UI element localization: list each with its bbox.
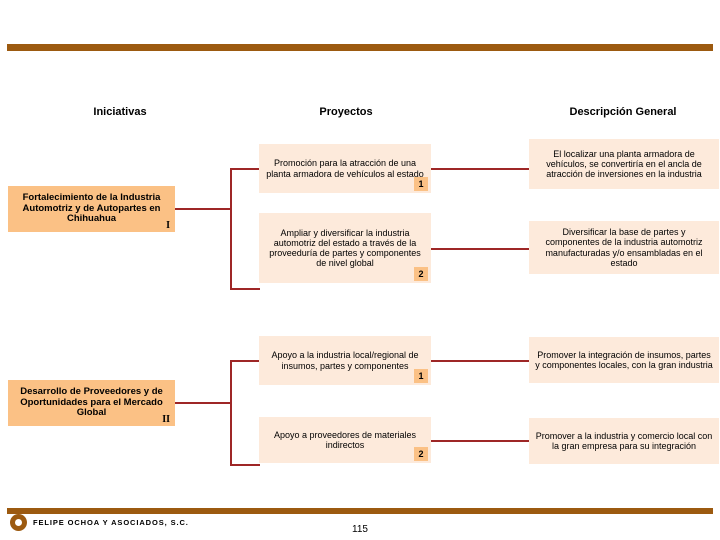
- project-label-2-2: Apoyo a proveedores de materiales indire…: [273, 429, 417, 450]
- column-header-iniciativas: Iniciativas: [93, 106, 147, 118]
- project-label-1-2: Ampliar y diversificar la industria auto…: [269, 227, 421, 269]
- description-box-1-1[interactable]: El localizar una planta armadora de vehí…: [529, 139, 719, 189]
- project-number-badge-1-2: 2: [414, 267, 428, 281]
- top-rule-divider: [7, 44, 713, 51]
- description-box-2-2[interactable]: Promover a la industria y comercio local…: [529, 418, 719, 464]
- connector-project1-1-to-description: [431, 168, 530, 170]
- connector-initiative1-branch-2: [230, 288, 260, 290]
- project-label-1-1: Promoción para la atracción de una plant…: [266, 158, 424, 179]
- connector-initiative2-trunk: [230, 360, 232, 466]
- description-label-1-1: El localizar una planta armadora de vehí…: [546, 148, 702, 180]
- initiative-roman-2: II: [162, 414, 170, 425]
- connector-initiative1-stem: [175, 208, 232, 210]
- project-box-2-1[interactable]: Apoyo a la industria local/regional de i…: [259, 336, 431, 385]
- description-box-1-2[interactable]: Diversificar la base de partes y compone…: [529, 221, 719, 274]
- initiative-label-1: Fortalecimiento de la Industria Automotr…: [22, 192, 161, 225]
- connector-initiative2-branch-1: [230, 360, 260, 362]
- initiative-box-1[interactable]: Fortalecimiento de la Industria Automotr…: [8, 186, 175, 232]
- connector-project2-2-to-description: [431, 440, 530, 442]
- connector-project2-1-to-description: [431, 360, 530, 362]
- description-label-2-1: Promover la integración de insumos, part…: [535, 349, 713, 370]
- column-header-proyectos: Proyectos: [319, 106, 373, 118]
- footer-company-name: FELIPE OCHOA Y ASOCIADOS, S.C.: [33, 518, 189, 527]
- connector-initiative1-branch-1: [230, 168, 260, 170]
- description-label-2-2: Promover a la industria y comercio local…: [535, 430, 713, 451]
- project-label-2-1: Apoyo a la industria local/regional de i…: [271, 350, 419, 371]
- project-box-1-1[interactable]: Promoción para la atracción de una plant…: [259, 144, 431, 193]
- company-logo-icon: [10, 514, 27, 531]
- project-number-badge-1-1: 1: [414, 177, 428, 191]
- description-label-1-2: Diversificar la base de partes y compone…: [545, 227, 703, 268]
- project-box-1-2[interactable]: Ampliar y diversificar la industria auto…: [259, 213, 431, 283]
- bottom-rule-divider: [7, 508, 713, 514]
- initiative-label-2: Desarrollo de Proveedores y de Oportunid…: [20, 386, 163, 419]
- page-number: 115: [352, 524, 368, 535]
- initiative-box-2[interactable]: Desarrollo de Proveedores y de Oportunid…: [8, 380, 175, 426]
- project-number-badge-2-1: 1: [414, 369, 428, 383]
- initiative-roman-1: I: [166, 220, 170, 231]
- connector-initiative1-trunk: [230, 168, 232, 290]
- project-number-badge-2-2: 2: [414, 447, 428, 461]
- project-box-2-2[interactable]: Apoyo a proveedores de materiales indire…: [259, 417, 431, 463]
- description-box-2-1[interactable]: Promover la integración de insumos, part…: [529, 337, 719, 383]
- column-header-descripcion-general: Descripción General: [569, 106, 677, 118]
- connector-initiative2-branch-2: [230, 464, 260, 466]
- connector-initiative2-stem: [175, 402, 232, 404]
- connector-project1-2-to-description: [431, 248, 530, 250]
